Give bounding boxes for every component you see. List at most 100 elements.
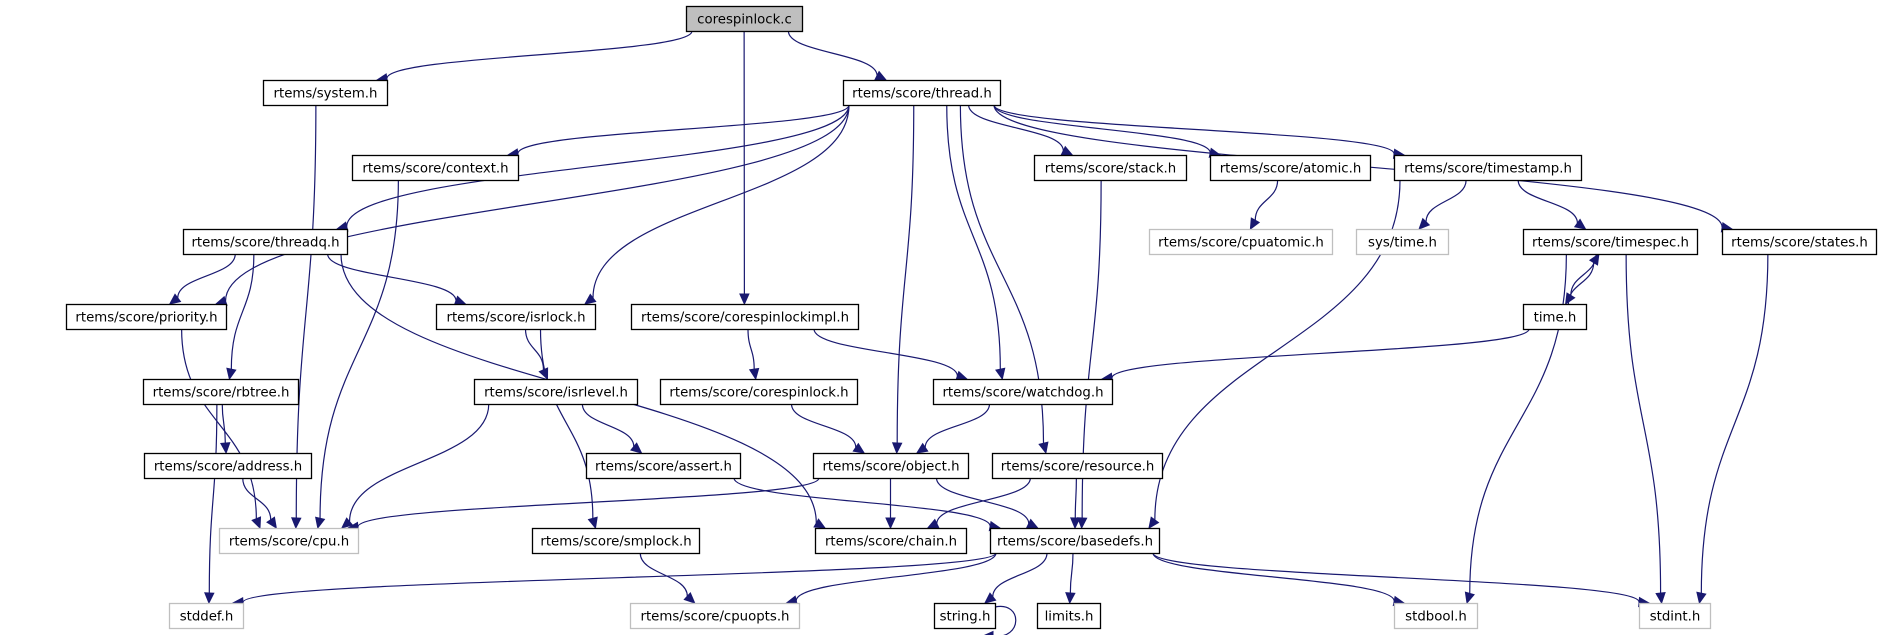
edge-line	[993, 104, 1395, 155]
edge-basedefs-to-limits	[1065, 552, 1076, 605]
node-label: stdint.h	[1650, 610, 1701, 625]
node-timespec[interactable]: rtems/score/timespec.h	[1522, 228, 1699, 256]
arrowhead	[1038, 441, 1049, 455]
node-time[interactable]: time.h	[1522, 303, 1588, 331]
arrowhead	[891, 442, 903, 455]
node-label: rtems/score/corespinlockimpl.h	[641, 311, 849, 326]
nodes-layer: corespinlock.c rtems/system.h rtems/score/…	[65, 5, 1878, 630]
node-box	[218, 527, 360, 555]
edge-root-to-thread	[787, 30, 888, 81]
node-label: rtems/score/resource.h	[1001, 460, 1155, 475]
node-basedefs[interactable]: rtems/score/basedefs.h	[989, 527, 1161, 555]
node-box	[814, 527, 968, 555]
node-box	[812, 452, 970, 480]
arrowhead	[739, 293, 750, 306]
edge-line	[517, 104, 850, 154]
node-resource[interactable]: rtems/score/resource.h	[991, 452, 1164, 480]
node-threadq[interactable]: rtems/score/threadq.h	[182, 228, 349, 256]
edge-line	[357, 477, 820, 528]
node-thread[interactable]: rtems/score/thread.h	[842, 79, 1002, 107]
node-priority[interactable]: rtems/score/priority.h	[65, 303, 228, 331]
edge-object-to-chain	[885, 478, 896, 530]
edge-isrlock-to-smplock	[539, 328, 598, 530]
node-isrlock[interactable]: rtems/score/isrlock.h	[435, 303, 597, 331]
node-box	[351, 154, 520, 182]
node-system[interactable]: rtems/system.h	[262, 79, 389, 107]
arrowhead	[1564, 292, 1576, 306]
edge-line	[747, 328, 755, 370]
node-corespinlockimpl[interactable]: rtems/score/corespinlockimpl.h	[630, 303, 860, 331]
node-box	[182, 228, 349, 256]
edge-root-to-corespinlockimpl	[739, 30, 750, 306]
node-rbtree[interactable]: rtems/score/rbtree.h	[142, 378, 300, 406]
edge-threadq-to-isrlock	[327, 253, 467, 306]
edge-time-to-timespec	[1567, 252, 1600, 305]
node-label: rtems/score/isrlevel.h	[484, 386, 628, 401]
node-label: rtems/score/basedefs.h	[997, 535, 1153, 550]
node-label: time.h	[1534, 311, 1577, 326]
node-box	[1522, 303, 1588, 331]
edge-thread-to-object	[891, 104, 915, 455]
edge-line	[1254, 179, 1279, 221]
node-context[interactable]: rtems/score/context.h	[351, 154, 520, 182]
node-isrlevel[interactable]: rtems/score/isrlevel.h	[473, 378, 639, 406]
edge-line	[896, 104, 915, 444]
node-box	[1033, 154, 1188, 182]
arrowhead	[204, 592, 215, 605]
node-smplock[interactable]: rtems/score/smplock.h	[531, 527, 701, 555]
node-label: rtems/score/timestamp.h	[1404, 162, 1572, 177]
node-atomic[interactable]: rtems/score/atomic.h	[1209, 154, 1372, 182]
node-timestamp[interactable]: rtems/score/timestamp.h	[1393, 154, 1583, 182]
node-stack[interactable]: rtems/score/stack.h	[1033, 154, 1188, 182]
node-box	[685, 5, 804, 33]
node-corespinlockh[interactable]: rtems/score/corespinlock.h	[659, 378, 859, 406]
edge-line	[1074, 477, 1077, 519]
node-limits[interactable]: limits.h	[1036, 602, 1102, 630]
node-states[interactable]: rtems/score/states.h	[1721, 228, 1878, 256]
node-box	[473, 378, 639, 406]
node-label: rtems/score/object.h	[822, 460, 959, 475]
node-box	[1209, 154, 1372, 182]
node-root[interactable]: corespinlock.c	[685, 5, 804, 33]
node-label: rtems/score/smplock.h	[540, 535, 691, 550]
edge-line	[795, 552, 997, 601]
node-box	[143, 452, 313, 480]
arrowhead	[1148, 516, 1160, 529]
edge-rbtree-to-address	[220, 403, 231, 455]
node-label: rtems/score/threadq.h	[191, 236, 339, 251]
edge-thread-to-context	[506, 104, 850, 159]
node-label: rtems/score/watchdog.h	[942, 386, 1103, 401]
arrowhead	[1696, 591, 1707, 605]
edge-line	[733, 477, 991, 527]
edge-thread-to-watchdog	[946, 104, 1006, 381]
edge-line	[181, 328, 257, 519]
arrowhead	[813, 518, 827, 529]
edge-line	[242, 552, 997, 603]
edge-line	[1625, 253, 1662, 594]
node-assert[interactable]: rtems/score/assert.h	[585, 452, 742, 480]
node-label: rtems/score/cpuopts.h	[641, 610, 790, 625]
node-chain[interactable]: rtems/score/chain.h	[814, 527, 968, 555]
node-address[interactable]: rtems/score/address.h	[143, 452, 313, 480]
node-box	[1721, 228, 1878, 256]
edge-line	[1069, 552, 1074, 594]
edge-line	[348, 403, 490, 522]
edge-thread-to-priority	[214, 104, 850, 306]
edge-corespinlockh-to-object	[790, 403, 866, 454]
node-object[interactable]: rtems/score/object.h	[812, 452, 970, 480]
node-cpu: rtems/score/cpu.h	[218, 527, 360, 555]
edge-line	[1567, 262, 1595, 305]
node-label: rtems/score/stack.h	[1045, 162, 1176, 177]
node-watchdog[interactable]: rtems/score/watchdog.h	[932, 378, 1114, 406]
edge-line	[1517, 179, 1579, 224]
arrowhead	[630, 442, 643, 454]
edge-priority-to-cpu	[181, 328, 262, 530]
edge-line	[177, 253, 236, 299]
node-box	[991, 452, 1164, 480]
edge-root-to-system	[375, 30, 693, 84]
arrowhead	[995, 367, 1006, 381]
node-stdbool: stdbool.h	[1393, 602, 1479, 630]
node-string[interactable]: string.h	[933, 602, 997, 630]
edge-line	[524, 328, 545, 370]
